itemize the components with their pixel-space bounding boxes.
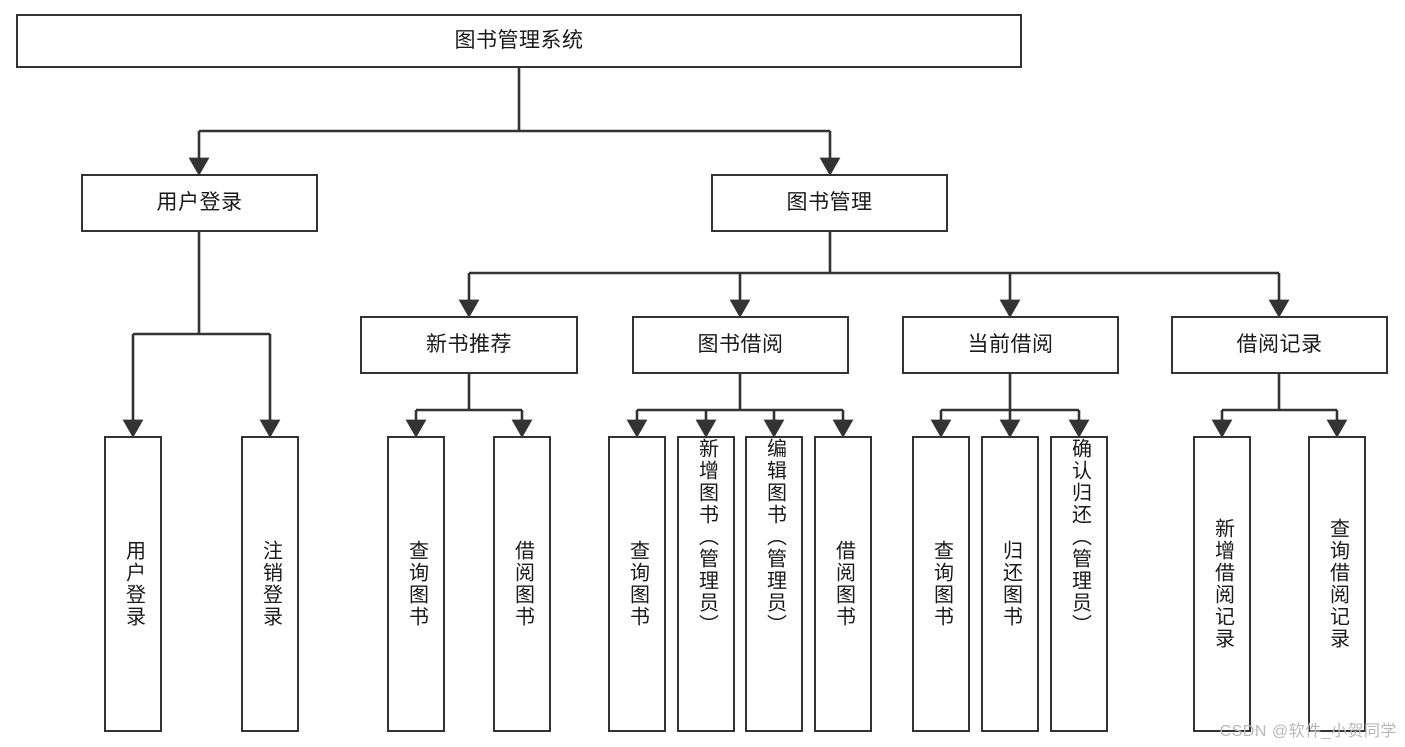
leaf-add-borrow-record[interactable]: 新增借阅记录 xyxy=(1193,436,1251,732)
leaf-edit-book-admin[interactable]: 编辑图书（管理员） xyxy=(745,436,803,732)
node-new-book-recommend-label: 新书推荐 xyxy=(426,332,512,356)
node-borrow-record-label: 借阅记录 xyxy=(1236,332,1323,356)
node-user-login-label: 用户登录 xyxy=(156,190,243,214)
node-current-borrow-label: 当前借阅 xyxy=(967,332,1054,356)
leaf-query-book-current-label: 查询图书 xyxy=(930,540,953,628)
leaf-logout-label: 注销登录 xyxy=(259,540,282,628)
leaf-query-book-borrow-label: 查询图书 xyxy=(626,540,649,628)
node-current-borrow[interactable]: 当前借阅 xyxy=(902,316,1119,374)
leaf-borrow-book[interactable]: 借阅图书 xyxy=(814,436,872,732)
csdn-watermark: CSDN @软件_小贺同学 xyxy=(1219,723,1397,740)
leaf-logout[interactable]: 注销登录 xyxy=(241,436,299,732)
node-book-management[interactable]: 图书管理 xyxy=(711,174,948,232)
leaf-query-borrow-record-label: 查询借阅记录 xyxy=(1326,518,1349,650)
leaf-edit-book-admin-label: 编辑图书（管理员） xyxy=(763,438,786,636)
node-book-management-label: 图书管理 xyxy=(786,190,873,214)
leaf-add-book-admin-label: 新增图书（管理员） xyxy=(695,438,718,636)
node-book-borrow[interactable]: 图书借阅 xyxy=(632,316,849,374)
leaf-borrow-book-rec[interactable]: 借阅图书 xyxy=(493,436,551,732)
node-borrow-record[interactable]: 借阅记录 xyxy=(1171,316,1388,374)
node-root-label: 图书管理系统 xyxy=(454,28,584,52)
leaf-user-login[interactable]: 用户登录 xyxy=(104,436,162,732)
leaf-query-book-borrow[interactable]: 查询图书 xyxy=(608,436,666,732)
leaf-borrow-book-rec-label: 借阅图书 xyxy=(511,540,534,628)
leaf-return-book-label: 归还图书 xyxy=(999,540,1022,628)
leaf-user-login-label: 用户登录 xyxy=(122,540,145,628)
node-user-login[interactable]: 用户登录 xyxy=(81,174,318,232)
leaf-add-borrow-record-label: 新增借阅记录 xyxy=(1211,518,1234,650)
node-root[interactable]: 图书管理系统 xyxy=(16,14,1022,68)
leaf-return-book[interactable]: 归还图书 xyxy=(981,436,1039,732)
leaf-borrow-book-label: 借阅图书 xyxy=(832,540,855,628)
leaf-confirm-return-admin[interactable]: 确认归还（管理员） xyxy=(1050,436,1108,732)
leaf-query-book-rec-label: 查询图书 xyxy=(405,540,428,628)
leaf-query-book-rec[interactable]: 查询图书 xyxy=(387,436,445,732)
leaf-add-book-admin[interactable]: 新增图书（管理员） xyxy=(677,436,735,732)
node-new-book-recommend[interactable]: 新书推荐 xyxy=(360,316,578,374)
leaf-confirm-return-admin-label: 确认归还（管理员） xyxy=(1068,438,1091,636)
leaf-query-book-current[interactable]: 查询图书 xyxy=(912,436,970,732)
node-book-borrow-label: 图书借阅 xyxy=(697,332,784,356)
leaf-query-borrow-record[interactable]: 查询借阅记录 xyxy=(1308,436,1366,732)
